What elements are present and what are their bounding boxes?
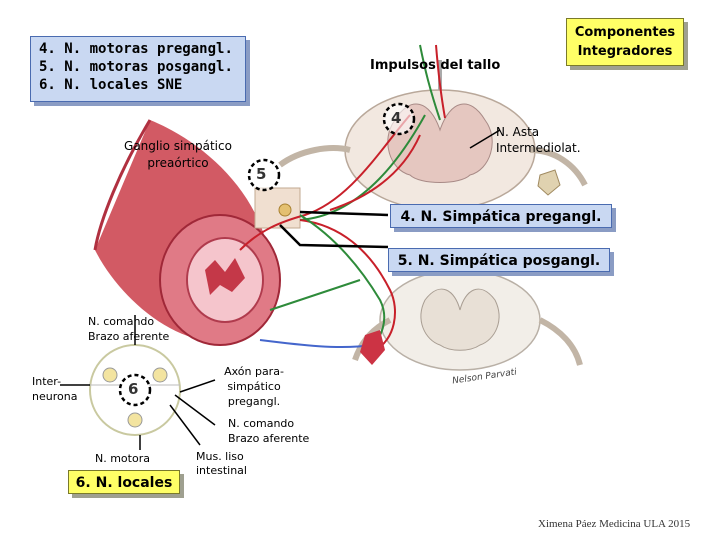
neuron-bodies	[278, 169, 561, 365]
command-left-label: N. comando Brazo aferente	[88, 315, 170, 343]
artery	[93, 119, 281, 346]
muscle-label: Mus. liso intestinal	[196, 450, 247, 477]
marker-circles	[118, 102, 416, 407]
spinal-cord-lower	[352, 269, 583, 371]
marker-5: 5	[256, 165, 267, 183]
brainstem-label: Impulsos del tallo	[370, 58, 501, 73]
command-right-label: N. comando Brazo aferente	[228, 417, 310, 445]
legend-item-6: 6. N. locales SNE	[39, 77, 183, 93]
motor-label: N. motora	[95, 452, 150, 465]
components-box: Componentes Integradores	[566, 18, 684, 66]
locales-box: 6. N. locales	[68, 470, 180, 494]
pregangl-box: 4. N. Simpática pregangl.	[390, 204, 612, 228]
posgangl-box: 5. N. Simpática posgangl.	[388, 248, 610, 272]
marker-6: 6	[128, 380, 139, 398]
posgangl-pointer	[279, 224, 389, 249]
components-line-1: Componentes	[574, 25, 676, 40]
marker-4: 4	[391, 109, 402, 127]
ganglion-label: Ganglio simpático preaórtico	[124, 139, 232, 170]
credit-text: Ximena Páez Medicina ULA 2015	[538, 518, 691, 530]
ganglion-body	[254, 187, 301, 229]
legend-box: 4. N. motoras pregangl. 5. N. motoras po…	[30, 36, 246, 102]
nerve-fibers	[239, 44, 446, 351]
asta-pointer	[469, 129, 501, 149]
components-line-2: Integradores	[577, 44, 673, 59]
legend-item-4: 4. N. motoras pregangl.	[39, 41, 233, 57]
legend-item-5: 5. N. motoras posgangl.	[39, 59, 233, 75]
interneuron-label: Inter- neurona	[32, 375, 78, 403]
asta-label: N. Asta Intermediolat.	[496, 125, 581, 155]
axon-label: Axón para- simpático pregangl.	[224, 365, 284, 408]
pregangl-pointer	[299, 210, 389, 217]
